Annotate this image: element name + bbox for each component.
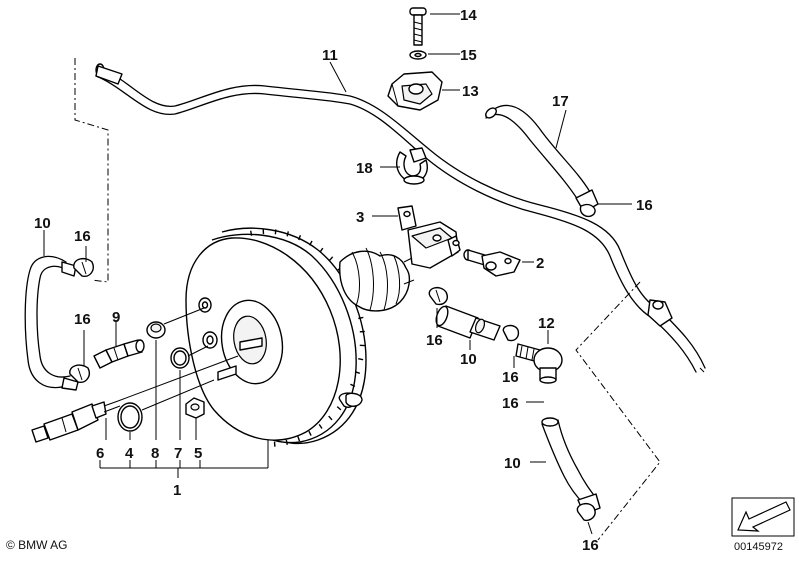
callout-11: 11 [322, 47, 338, 64]
callout-16-mid: 16 [426, 332, 443, 349]
washer-15 [410, 51, 426, 59]
brake-booster [186, 228, 414, 447]
callout-16-lower-left: 16 [74, 311, 91, 328]
hose-10-mid [434, 305, 500, 340]
callout-13: 13 [462, 83, 479, 100]
clip-18 [397, 148, 427, 184]
callout-18: 18 [356, 160, 373, 177]
callout-10-left: 10 [34, 215, 51, 232]
callout-9: 9 [112, 309, 120, 326]
clamp-16-right [339, 393, 362, 407]
callout-8: 8 [151, 445, 159, 462]
grommet-8 [147, 322, 165, 338]
sensor-6 [32, 401, 120, 442]
clamp-16-mid [429, 288, 447, 305]
orientation-arrow-box [732, 498, 794, 536]
rim-tick [251, 231, 252, 236]
callout-16-right-clamp: 16 [502, 395, 519, 412]
callout-16-right-mid: 16 [502, 369, 519, 386]
callout-6: 6 [96, 445, 104, 462]
o-ring-7 [171, 348, 189, 368]
seal-ring-4 [118, 403, 142, 431]
callout-5: 5 [194, 445, 202, 462]
callout-16-upper-right: 16 [636, 197, 653, 214]
callout-7: 7 [174, 445, 182, 462]
routing-line-left [75, 58, 108, 282]
rim-tick [358, 359, 363, 360]
fork-head-3 [398, 206, 460, 268]
callout-2: 2 [536, 255, 544, 272]
hose-17 [484, 105, 598, 216]
valve-12 [516, 344, 562, 383]
callout-1: 1 [173, 482, 181, 499]
clamp-16-lower-left [70, 365, 89, 382]
screw-14 [410, 8, 426, 45]
document-number: 00145972 [734, 541, 783, 553]
callout-4: 4 [125, 445, 134, 462]
pin-2 [464, 250, 520, 276]
callout-3: 3 [356, 209, 364, 226]
check-valve-9 [94, 340, 144, 368]
callout-16-bottom: 16 [582, 537, 599, 554]
callout-10-mid: 10 [460, 351, 477, 368]
callout-14: 14 [460, 7, 477, 24]
copyright-label: © BMW AG [6, 538, 68, 552]
clamp-16-bottom [577, 504, 595, 521]
callout-12: 12 [538, 315, 555, 332]
rim-tick [320, 248, 323, 252]
rim-tick [286, 440, 287, 445]
rim-tick [329, 257, 332, 261]
callout-15: 15 [460, 47, 477, 64]
callout-16-upper-left: 16 [74, 228, 91, 245]
holder-13 [388, 72, 442, 110]
callout-10-lower: 10 [504, 455, 521, 472]
callout-17: 17 [552, 93, 569, 110]
hose-10-lower [542, 418, 600, 514]
clamp-16-right-mid [503, 326, 518, 341]
nut-5 [186, 398, 204, 418]
clamp-16-upper-left [74, 259, 93, 277]
rim-tick [358, 317, 363, 318]
